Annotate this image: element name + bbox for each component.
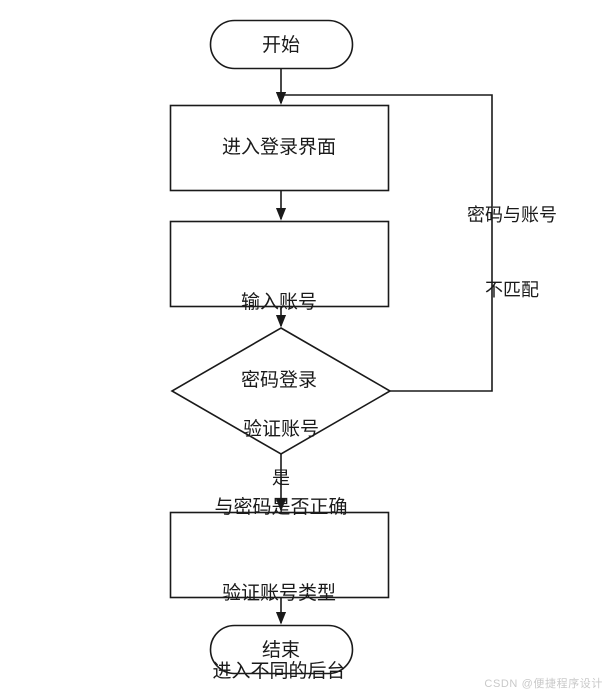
- edge-mismatch-loop: [275, 91, 493, 392]
- edge-label-mismatch-line1: 密码与账号: [467, 205, 557, 225]
- edge-label-mismatch-line2: 不匹配: [485, 280, 539, 300]
- node-verify-decision-shape[interactable]: [170, 327, 392, 455]
- node-end-shape[interactable]: [209, 624, 354, 675]
- node-enter-login-shape[interactable]: [169, 104, 390, 192]
- csdn-watermark: CSDN @便捷程序设计: [484, 678, 603, 690]
- edge-label-mismatch: 密码与账号 不匹配: [432, 153, 592, 353]
- node-verify-role-shape[interactable]: [169, 511, 390, 599]
- edge-label-yes: 是: [272, 468, 290, 488]
- node-start-shape[interactable]: [209, 19, 354, 70]
- node-input-credentials-shape[interactable]: [169, 220, 390, 308]
